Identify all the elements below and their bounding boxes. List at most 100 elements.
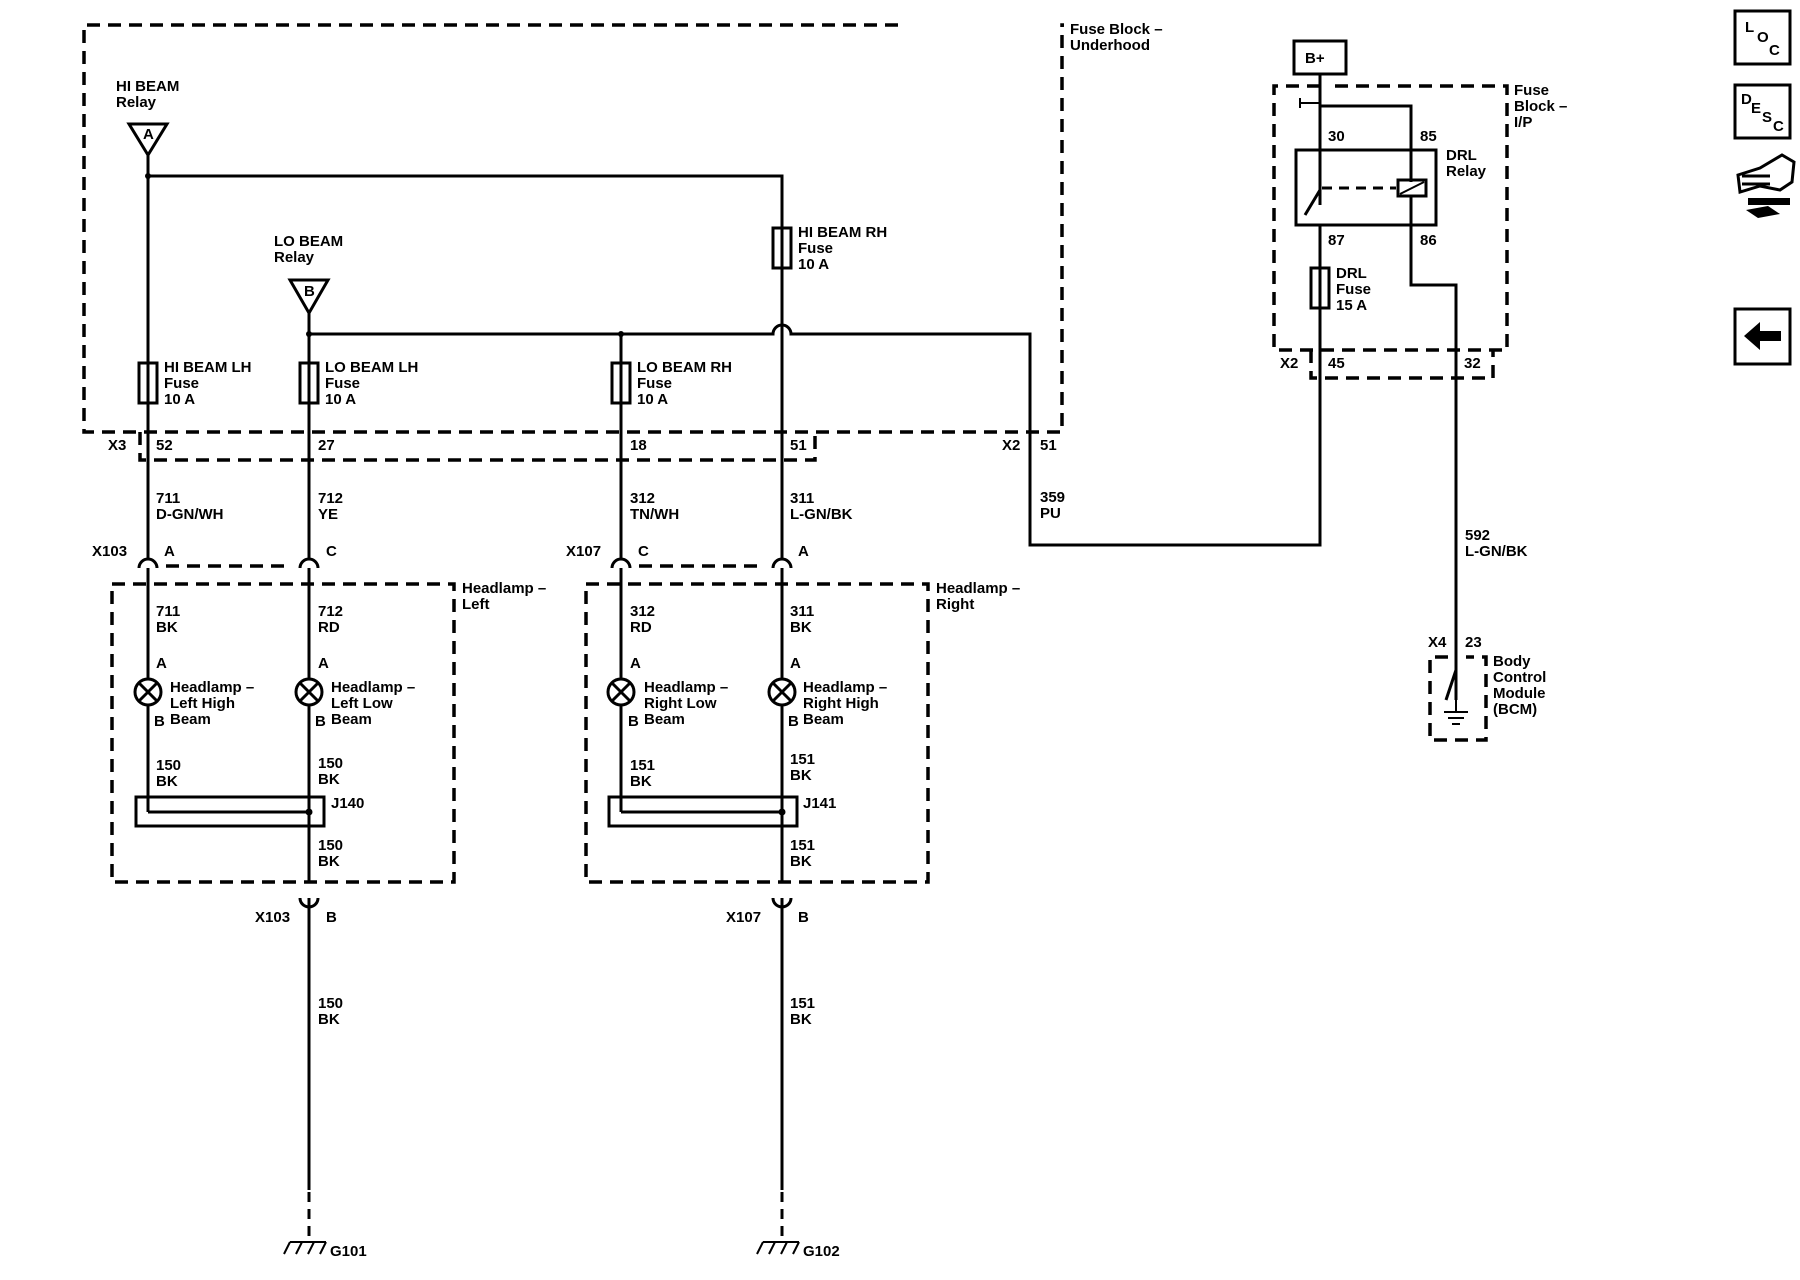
lo-beam-feed-359	[309, 323, 1322, 547]
x103-c-terminal	[298, 557, 320, 569]
fuse-block-ip-outline	[1272, 84, 1509, 352]
connector-icon[interactable]	[1736, 153, 1796, 218]
g101-ground-icon	[283, 1241, 327, 1255]
x3-pin-18: 18	[630, 437, 647, 454]
j141-splice	[607, 795, 799, 828]
drl-relay-pin-86: 86	[1420, 232, 1437, 249]
fuse-block-underhood-outline	[82, 23, 1064, 434]
x103-pin-a: A	[164, 543, 175, 560]
lamp-left-low-pin-b: B	[315, 713, 326, 730]
x107-c-terminal	[610, 557, 632, 569]
x103-a-terminal	[137, 557, 159, 569]
x2-ip-pin-32: 32	[1464, 355, 1481, 372]
lo-beam-relay-pin: B	[304, 283, 315, 300]
g101-label: G101	[330, 1243, 367, 1260]
drl-fuse	[1309, 266, 1331, 310]
x103-pin-c: C	[326, 543, 337, 560]
drl-relay-pin-30: 30	[1328, 128, 1345, 145]
headlamp-left-outline	[110, 582, 456, 884]
x4-pin-23: 23	[1465, 634, 1482, 651]
desc-letter-e: E	[1751, 100, 1761, 117]
hi-beam-relay-pin: A	[143, 126, 154, 143]
loc-button[interactable]: L O C	[1733, 9, 1792, 66]
x2-ip-label: X2	[1280, 355, 1298, 372]
lo-beam-relay-symbol	[287, 278, 331, 317]
x107-pin-a: A	[798, 543, 809, 560]
lamp-left-high-pin-a: A	[156, 655, 167, 672]
wire-592-circuit	[1409, 196, 1458, 700]
x2-ip-pin-45: 45	[1328, 355, 1345, 372]
loc-letter-c: C	[1769, 42, 1780, 59]
back-button[interactable]	[1733, 307, 1792, 366]
x103-top-label: X103	[92, 543, 127, 560]
drl-relay-body	[1294, 148, 1438, 227]
x107-bottom-label: X107	[726, 909, 761, 926]
headlamp-right-title: Headlamp –Right	[936, 580, 1020, 613]
x3-label: X3	[108, 437, 126, 454]
lamp-right-high-icon	[767, 677, 797, 707]
desc-letter-d: D	[1741, 91, 1752, 108]
j140-label: J140	[331, 795, 364, 812]
lo-beam-lh-fuse	[298, 361, 320, 405]
x2-underhood-pin-51: 51	[1040, 437, 1057, 454]
hi-beam-feed	[148, 174, 784, 290]
lamp-left-low-pin-a: A	[318, 655, 329, 672]
drl-relay-pin-87: 87	[1328, 232, 1345, 249]
lo-beam-rh-fuse	[610, 361, 632, 405]
x3-pin-51: 51	[790, 437, 807, 454]
lamp-right-low-icon	[606, 677, 636, 707]
bcm-outline	[1428, 655, 1488, 742]
j140-splice	[134, 795, 326, 828]
fuse-block-underhood-title: Fuse Block –Underhood	[1070, 21, 1163, 54]
battery-label: B+	[1305, 50, 1325, 67]
x3-pin-27: 27	[318, 437, 335, 454]
x103-bottom-label: X103	[255, 909, 290, 926]
hi-beam-relay-symbol	[126, 122, 170, 158]
headlamp-left-title: Headlamp –Left	[462, 580, 546, 613]
lamp-left-low-icon	[294, 677, 324, 707]
hi-beam-lh-fuse	[137, 361, 159, 405]
x107-pin-c: C	[638, 543, 649, 560]
drl-relay-coil-feed	[1320, 104, 1413, 182]
lamp-right-low-pin-b: B	[628, 713, 639, 730]
lamp-right-high-pin-a: A	[790, 655, 801, 672]
g102-label: G102	[803, 1243, 840, 1260]
lamp-right-low-pin-a: A	[630, 655, 641, 672]
drl-relay-switch	[1303, 189, 1322, 216]
loc-letter-o: O	[1757, 29, 1769, 46]
bcm-switch	[1444, 669, 1458, 701]
bcm-ground-icon	[1444, 700, 1468, 725]
x107-pin-b: B	[798, 909, 809, 926]
x103-pin-b: B	[326, 909, 337, 926]
x107-a-terminal	[771, 557, 793, 569]
lamp-left-high-icon	[133, 677, 163, 707]
desc-button[interactable]: D E S C	[1733, 83, 1792, 140]
